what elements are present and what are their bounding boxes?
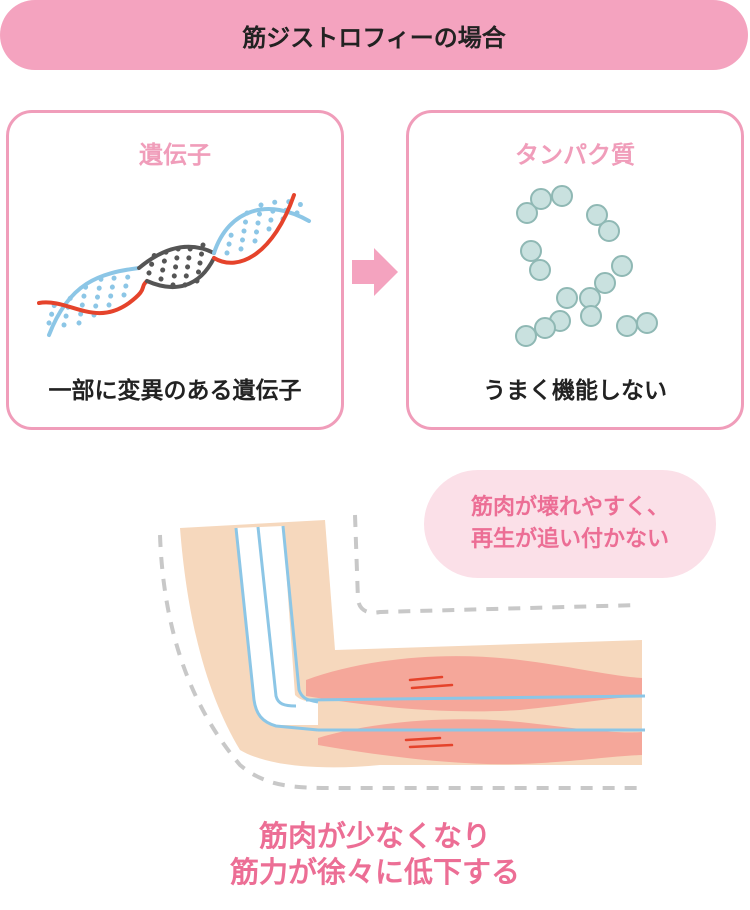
amino-acid-bead (581, 306, 601, 326)
gene-panel: 遺伝子 一部に変異のある遺伝子 (6, 110, 344, 430)
dna-rung (297, 203, 301, 213)
amino-acid-bead (530, 260, 550, 280)
arm-muscle-illustration (0, 500, 750, 810)
amino-acid-bead (612, 256, 632, 276)
amino-acid-bead (580, 288, 600, 308)
amino-acid-bead (535, 318, 555, 338)
title-text: 筋ジストロフィーの場合 (242, 18, 506, 53)
dna-rung (94, 279, 101, 315)
conclusion-line-2: 筋力が徐々に低下する (0, 854, 750, 890)
amino-acid-bead (552, 186, 572, 206)
amino-acid-bead (531, 189, 551, 209)
conclusion-line-1: 筋肉が少なくなり (0, 818, 750, 854)
dna-rung (109, 273, 115, 305)
dna-strand-gray (147, 258, 214, 287)
healthy-arm-outline (355, 515, 640, 613)
amino-acid-bead (516, 326, 536, 346)
title-banner: 筋ジストロフィーの場合 (0, 0, 748, 70)
amino-acid-bead (599, 221, 619, 241)
dna-rung (124, 271, 129, 295)
amino-acid-bead (595, 273, 615, 293)
dna-strand-red (39, 281, 147, 313)
amino-acid-bead (557, 288, 577, 308)
gene-panel-caption: 一部に変異のある遺伝子 (9, 371, 341, 405)
dna-rung (241, 213, 247, 249)
dna-rung-mutated (185, 243, 191, 285)
amino-acid-bead (521, 241, 541, 261)
dna-rung (227, 227, 233, 253)
amino-acid-bead (617, 316, 637, 336)
conclusion-text: 筋肉が少なくなり 筋力が徐々に低下する (0, 818, 750, 891)
protein-panel-caption: うまく機能しない (409, 371, 741, 405)
arrow-right-icon (352, 248, 398, 296)
dna-rung (269, 201, 275, 229)
protein-panel: タンパク質 うまく機能しない (406, 110, 744, 430)
amino-acid-bead (637, 313, 657, 333)
